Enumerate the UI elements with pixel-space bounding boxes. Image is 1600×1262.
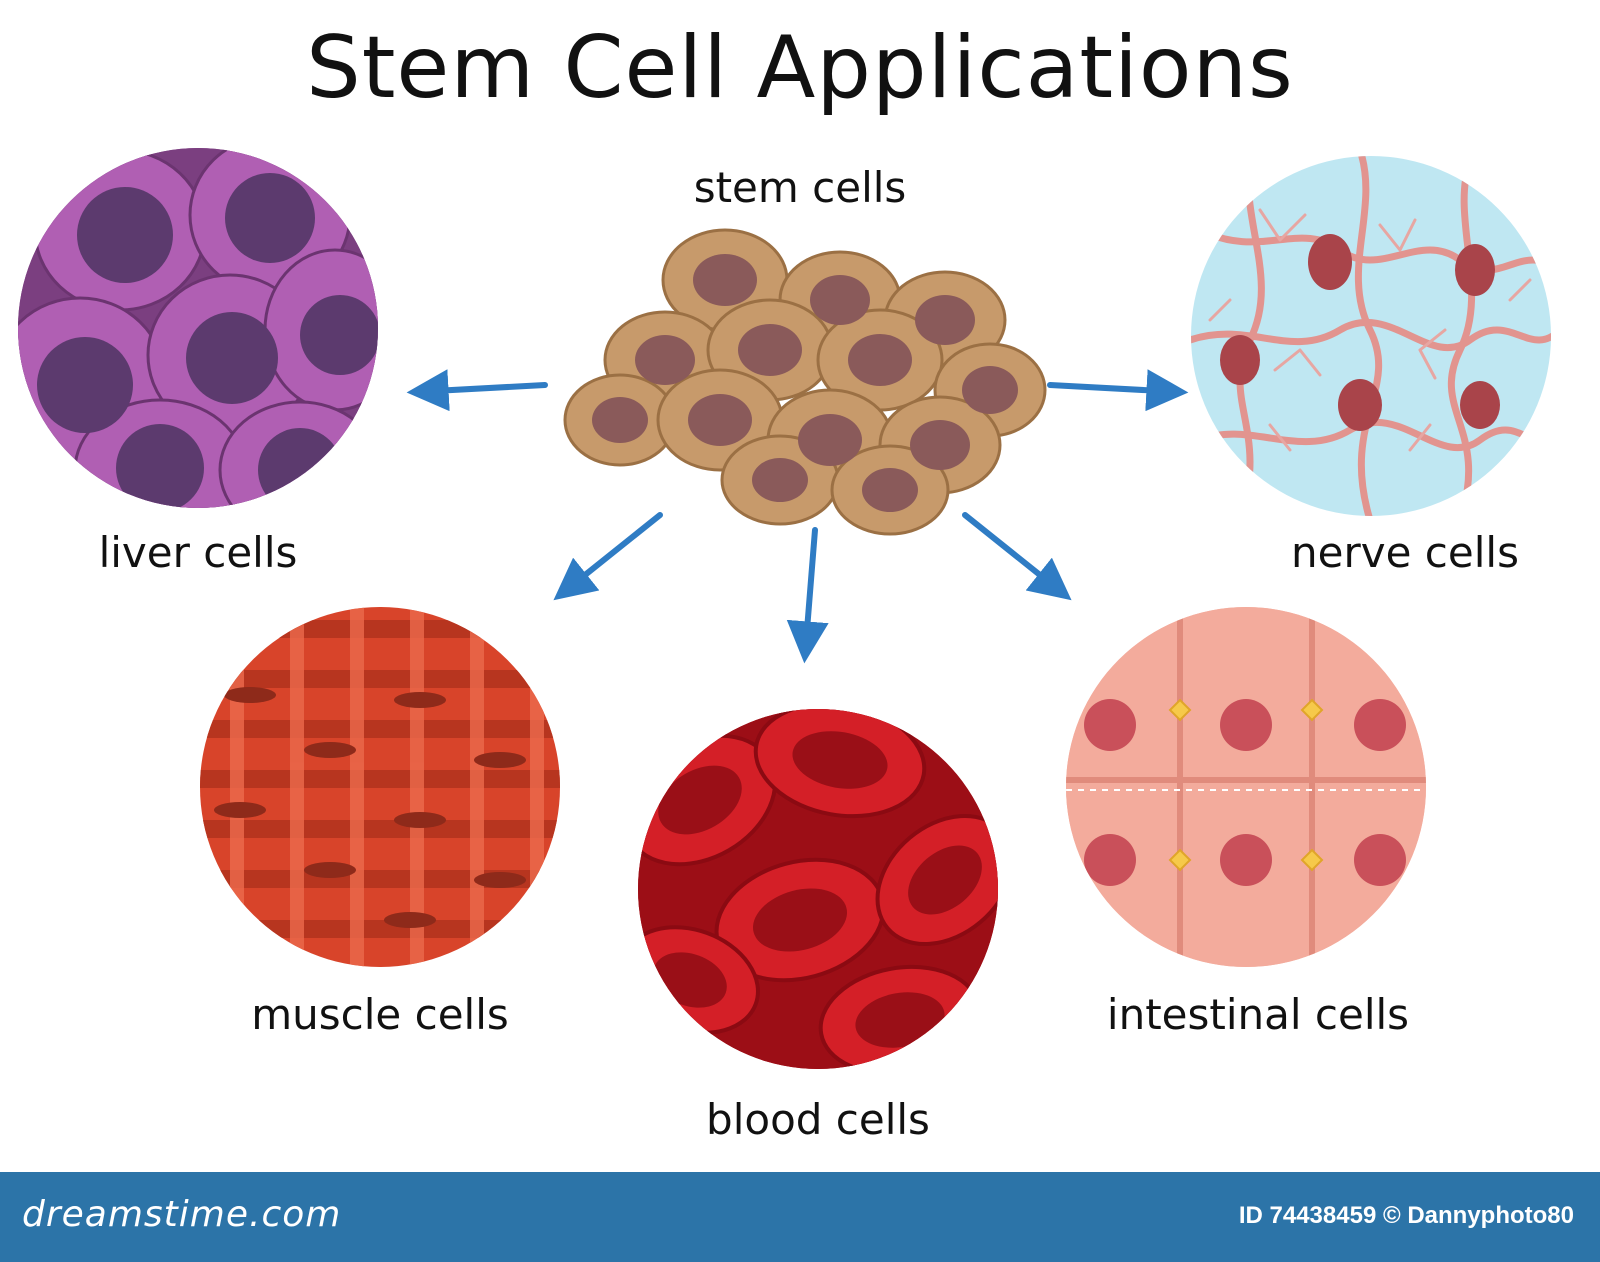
stem-cells-label: stem cells	[693, 163, 907, 212]
footer-image-id: ID 74438459 © Dannyphoto80	[1238, 1202, 1574, 1229]
blood-cells-circle	[638, 709, 998, 1069]
liver-cells-label: liver cells	[98, 528, 298, 577]
diagram-title: Stem Cell Applications	[306, 18, 1294, 118]
muscle-cells-label: muscle cells	[251, 990, 509, 1039]
muscle-cells-circle	[200, 607, 560, 967]
blood-cells-label: blood cells	[706, 1095, 930, 1144]
arrow-to-nerve	[1047, 369, 1189, 412]
footer-site-name: dreamstime.com	[22, 1194, 342, 1235]
nerve-cells-label: nerve cells	[1291, 528, 1519, 577]
arrow-to-liver	[406, 369, 548, 412]
footer-bar: dreamstime.com ID 74438459 © Dannyphoto8…	[0, 1172, 1600, 1262]
arrow-to-intestinal	[962, 512, 1072, 601]
liver-cells-circle	[18, 148, 378, 508]
nerve-cells-circle	[1191, 156, 1551, 516]
intestinal-cells-label: intestinal cells	[1106, 990, 1410, 1039]
intestinal-cells-circle	[1066, 607, 1426, 967]
arrow-to-blood	[786, 527, 829, 664]
arrow-to-muscle	[553, 512, 663, 601]
stem-cells-cluster	[563, 228, 1047, 536]
